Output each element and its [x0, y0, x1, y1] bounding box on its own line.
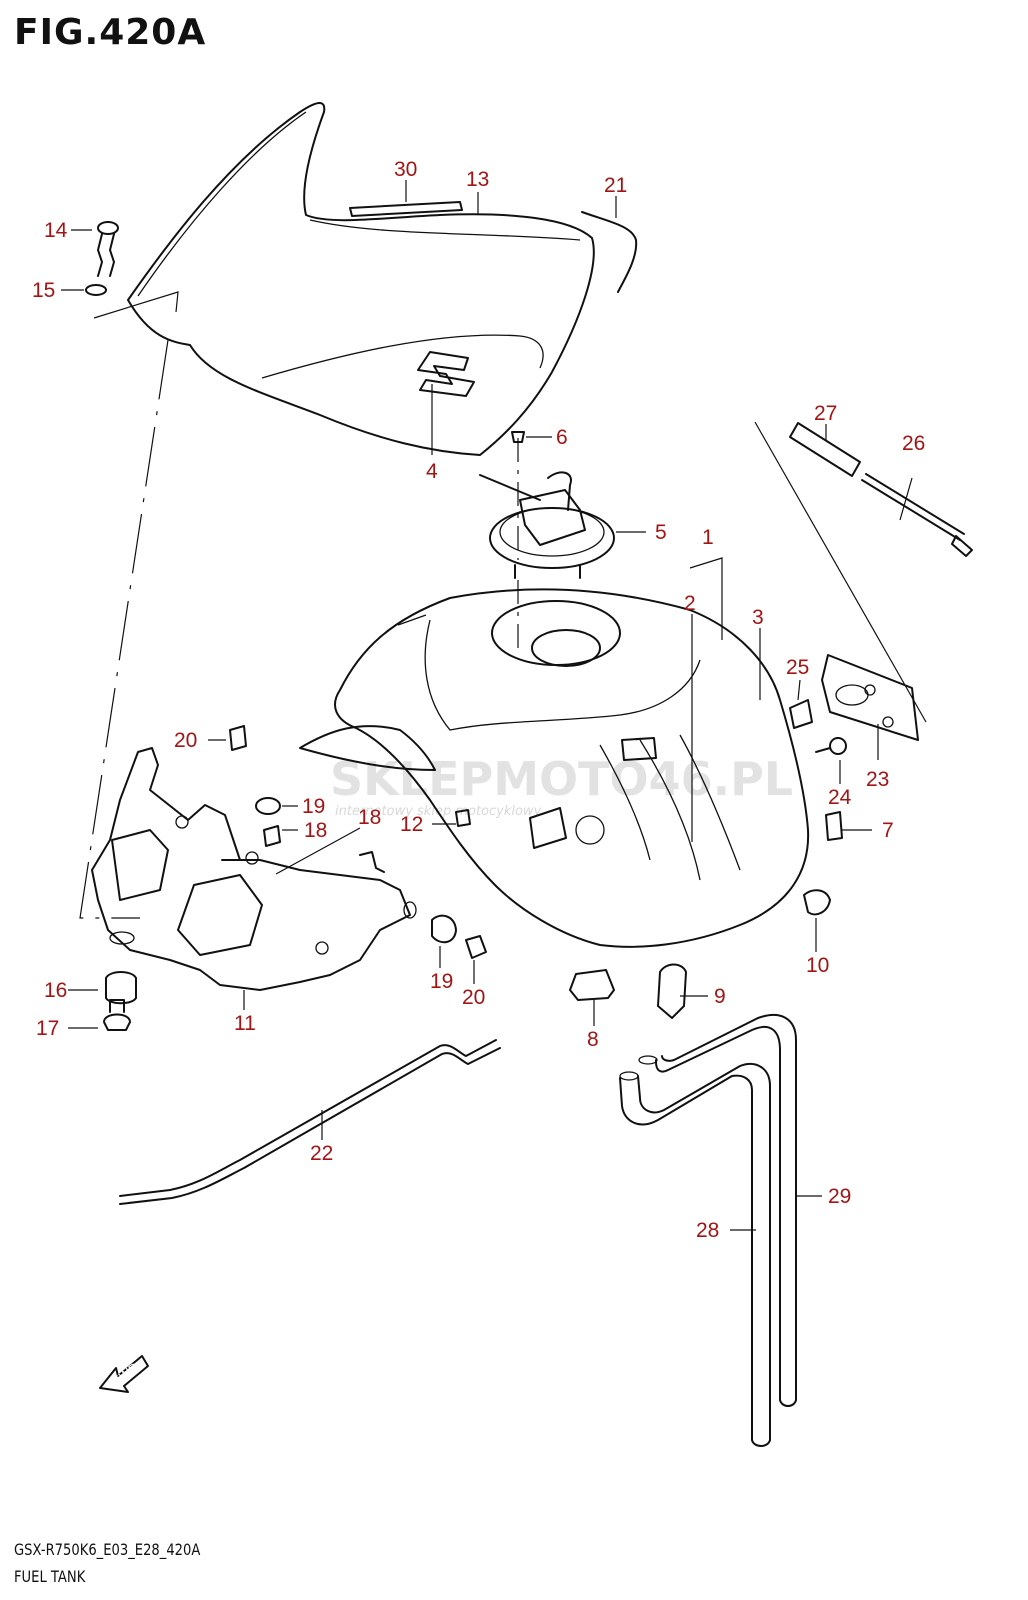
callout-labels: 1 2 3 4 5 6 7 8 9 10 11 12 13 14 15 16 1… — [32, 158, 925, 1242]
small-hose — [581, 211, 638, 293]
callout-20-left: 20 — [174, 729, 197, 752]
tank-cover-strip — [349, 201, 463, 217]
callout-10: 10 — [806, 954, 829, 977]
callout-6: 6 — [556, 426, 568, 449]
callout-2: 2 — [684, 592, 696, 615]
figure-title: FIG.420A — [14, 12, 207, 53]
callout-16: 16 — [44, 979, 67, 1002]
callout-15: 15 — [32, 279, 55, 302]
rear-bracket-23 — [821, 654, 919, 741]
collar-18a — [263, 825, 281, 847]
bolt-14 — [97, 221, 119, 277]
callout-leaders — [61, 180, 913, 1231]
cushion-19b — [431, 914, 457, 944]
callout-24: 24 — [828, 786, 852, 809]
nut-25 — [789, 699, 813, 729]
callout-5: 5 — [655, 521, 667, 544]
cushion-19a — [255, 797, 281, 815]
tank-front-cover — [127, 102, 595, 456]
cap-screw — [511, 431, 525, 443]
fwd-arrow-icon: FWD — [99, 1355, 149, 1393]
collar-17 — [103, 999, 131, 1031]
fuel-cap-assembly — [479, 431, 615, 579]
callout-30: 30 — [394, 158, 417, 181]
callout-13: 13 — [466, 168, 489, 191]
cap-10 — [803, 889, 831, 916]
fuel-tank-body — [299, 588, 810, 948]
callout-3: 3 — [752, 606, 764, 629]
callout-12: 12 — [400, 813, 423, 836]
bolt-26 — [861, 473, 973, 557]
rod-22-edge — [119, 1047, 501, 1205]
hose-29 — [638, 1013, 797, 1407]
callout-17: 17 — [36, 1017, 59, 1040]
collar-27 — [789, 422, 861, 477]
watermark-text: SKLEPMOTO46.PL — [330, 752, 793, 806]
nut-20b — [465, 935, 487, 959]
callout-11: 11 — [234, 1012, 256, 1035]
hose-28 — [619, 1063, 771, 1447]
callout-26: 26 — [902, 432, 925, 455]
callout-19-left: 19 — [302, 795, 325, 818]
callout-20-right: 20 — [462, 986, 485, 1009]
bolt-18b — [359, 851, 385, 873]
callout-18-left: 18 — [304, 819, 327, 842]
tank-bracket-11 — [91, 747, 417, 991]
callout-28: 28 — [696, 1219, 719, 1242]
callout-9: 9 — [714, 985, 726, 1008]
callout-25: 25 — [786, 656, 809, 679]
cushion-7 — [825, 811, 843, 841]
callout-1: 1 — [702, 526, 714, 549]
figure-name: FUEL TANK — [14, 1567, 86, 1586]
washer-15 — [85, 284, 107, 296]
screw-12 — [455, 809, 471, 827]
cushion-9 — [657, 963, 687, 1019]
callout-19-right: 19 — [430, 970, 453, 993]
model-code: GSX-R750K6_E03_E28_420A — [14, 1540, 201, 1559]
suzuki-emblem — [417, 351, 475, 397]
callout-21: 21 — [604, 174, 627, 197]
callout-14: 14 — [44, 219, 68, 242]
callout-7: 7 — [882, 819, 894, 842]
nut-20a — [229, 725, 247, 751]
callout-22: 22 — [310, 1142, 333, 1165]
cushion-8 — [569, 969, 615, 1001]
callout-8: 8 — [587, 1028, 599, 1051]
rod-22 — [119, 1039, 497, 1197]
grommet-16 — [105, 971, 137, 1005]
callout-29: 29 — [828, 1185, 851, 1208]
callout-27: 27 — [814, 402, 837, 425]
callout-23: 23 — [866, 768, 889, 791]
callout-4: 4 — [426, 460, 438, 483]
bolt-24 — [815, 737, 847, 755]
callout-18-right: 18 — [358, 806, 381, 829]
